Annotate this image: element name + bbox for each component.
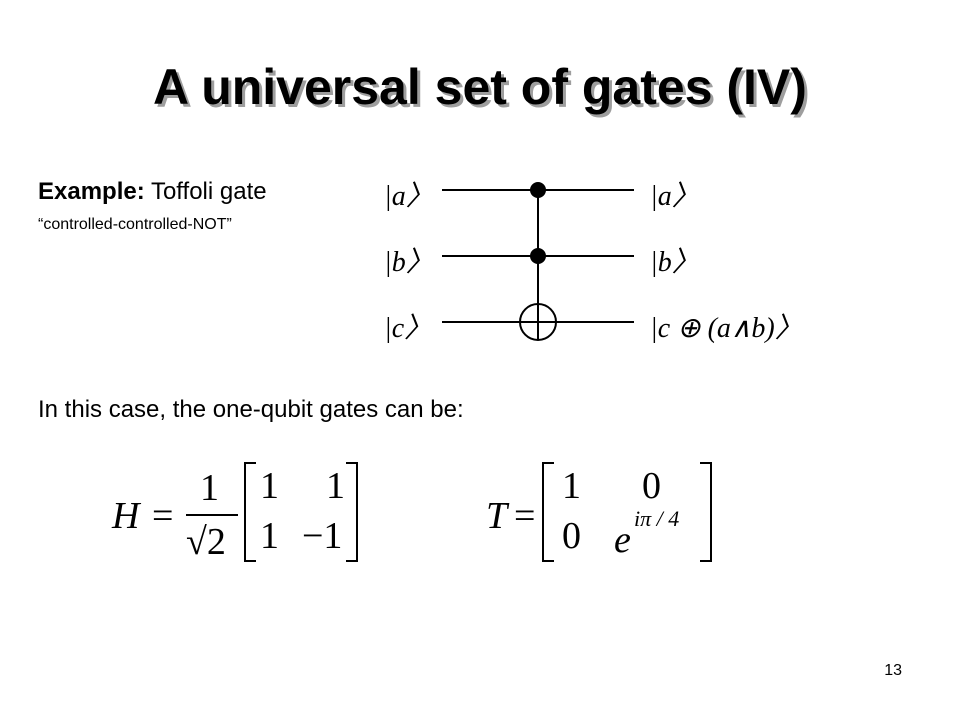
example-line: Example: Toffoli gate (38, 178, 267, 206)
t-cell-12: 0 (642, 465, 661, 507)
output-ket-c: |c ⊕ (a∧b)〉 (650, 313, 803, 344)
h-cell-22: −1 (302, 515, 343, 557)
h-symbol: H (112, 495, 140, 537)
example-subtitle: “controlled-controlled-NOT” (38, 216, 232, 233)
example-text: Toffoli gate (144, 178, 267, 205)
output-ket-b: |b〉 (650, 247, 700, 278)
t-right-bracket (700, 462, 712, 562)
h-cell-21: 1 (260, 515, 279, 557)
t-cell-21: 0 (562, 515, 581, 557)
body-text: In this case, the one-qubit gates can be… (38, 396, 464, 423)
example-label: Example: (38, 178, 145, 205)
h-frac-line (186, 514, 238, 516)
t-equals: = (514, 495, 536, 537)
control-dot-b (530, 248, 546, 264)
h-right-bracket (346, 462, 358, 562)
t-cell-11: 1 (562, 465, 581, 507)
control-dot-a (530, 182, 546, 198)
output-ket-a: |a〉 (650, 181, 700, 212)
h-cell-11: 1 (260, 465, 279, 507)
h-frac-den: √2 (186, 521, 226, 563)
h-cell-12: 1 (326, 465, 345, 507)
h-left-bracket (244, 462, 256, 562)
page-number: 13 (884, 662, 902, 679)
t-cell-22-exponent: iπ / 4 (634, 506, 680, 531)
t-symbol: T (486, 495, 508, 537)
t-left-bracket (542, 462, 554, 562)
t-cell-22-base: e (614, 519, 631, 561)
input-ket-a: |a〉 (384, 181, 434, 212)
slide-title: A universal set of gates (IV) (153, 59, 807, 115)
h-equals: = (152, 495, 174, 537)
input-ket-c: |c〉 (384, 313, 433, 344)
h-frac-num: 1 (200, 467, 219, 509)
input-ket-b: |b〉 (384, 247, 434, 278)
